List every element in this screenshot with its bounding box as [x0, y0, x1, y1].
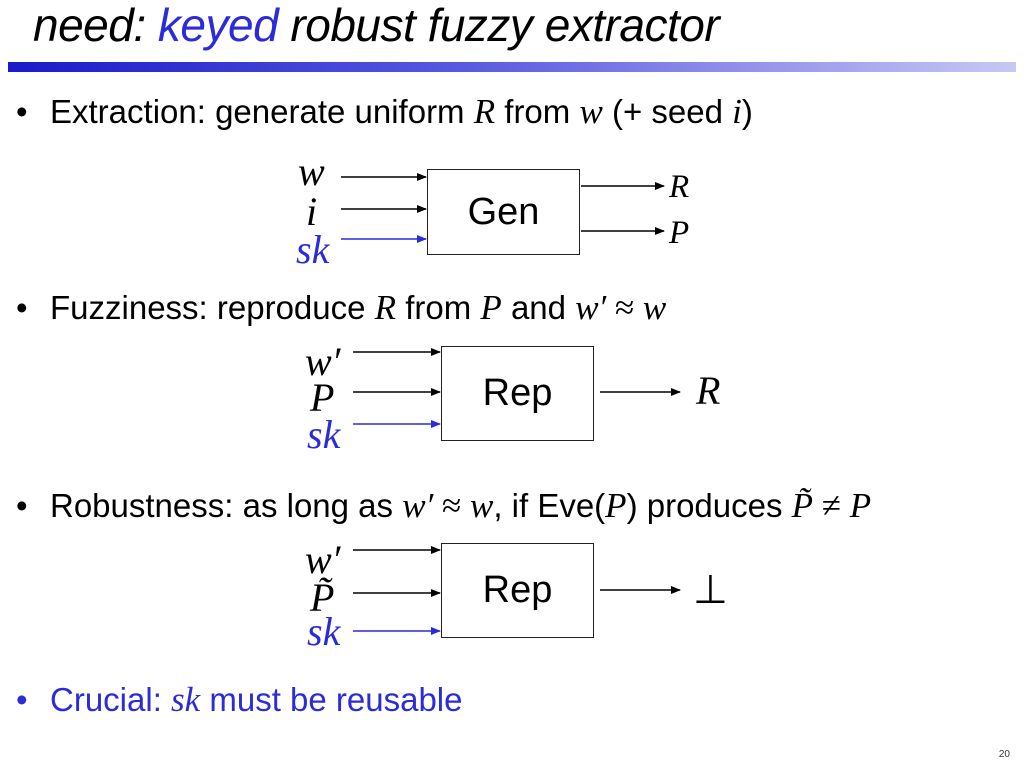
math-var: P̃	[791, 486, 814, 525]
math-symbol: ≈	[606, 288, 643, 327]
bullet-dot: •	[16, 487, 28, 524]
rep2-input-Ptilde: P̃	[310, 575, 335, 620]
rep1-label: Rep	[482, 372, 553, 414]
gen-input-sk: sk	[296, 227, 330, 272]
rep1-input-sk: sk	[307, 412, 341, 457]
gen-box: Gen	[427, 169, 580, 255]
gen-input-i: i	[306, 189, 318, 234]
title-part-need: need:	[33, 0, 158, 51]
title-part-rest: robust fuzzy extractor	[278, 0, 720, 51]
gen-label: Gen	[467, 190, 540, 233]
bullet-text: ) produces	[626, 487, 792, 524]
rep2-input-wprime: w′	[305, 537, 341, 582]
bullet-extraction: • Extraction: generate uniform R from w (…	[16, 92, 753, 132]
bullet-text: must be reusable	[200, 681, 463, 718]
math-var: i	[732, 92, 742, 131]
rep2-input-sk: sk	[307, 609, 341, 654]
math-var: sk	[171, 680, 201, 719]
math-var: w	[642, 288, 667, 327]
math-var: w	[469, 486, 494, 525]
math-var: w′	[402, 486, 434, 525]
math-symbol: ≈	[433, 486, 470, 525]
rep1-output-R: R	[696, 368, 721, 413]
bullet-robustness: •Robustness: as long as w′ ≈ w, if Eve(P…	[16, 486, 871, 526]
gen-output-R: R	[669, 169, 690, 205]
bullet-text: )	[741, 93, 753, 130]
bullet-dot: •	[16, 681, 28, 718]
bullet-text: Extraction: generate uniform	[50, 93, 474, 130]
rep2-box: Rep	[441, 543, 594, 638]
math-var: w	[579, 92, 603, 131]
title-underline	[8, 62, 1016, 72]
slide-title: need: keyed robust fuzzy extractor	[33, 0, 720, 52]
page-number: 20	[998, 749, 1010, 760]
math-var: P	[480, 288, 502, 327]
rep1-box: Rep	[441, 346, 594, 441]
rep1-input-P: P	[310, 375, 335, 420]
math-var: R	[374, 288, 397, 327]
rep1-input-wprime: w′	[305, 339, 341, 384]
bullet-text: Fuzziness: reproduce	[50, 289, 375, 326]
bullet-text: Robustness: as long as	[50, 487, 403, 524]
bullet-text: and	[501, 289, 576, 326]
math-var: w′	[575, 288, 607, 327]
bullet-crucial: • Crucial: sk must be reusable	[16, 680, 463, 720]
math-var: R	[473, 92, 496, 131]
bullet-text: (+ seed	[602, 93, 733, 130]
bullet-text: from	[396, 289, 481, 326]
math-symbol: ≠	[813, 486, 850, 525]
bullet-dot: •	[16, 93, 28, 130]
gen-input-w: w	[298, 149, 325, 194]
gen-output-P: P	[669, 215, 690, 251]
bullet-fuzziness: •Fuzziness: reproduce R from P and w′ ≈ …	[16, 288, 666, 328]
title-part-keyed: keyed	[157, 0, 279, 51]
rep2-output-bottom: ⊥	[693, 567, 728, 612]
bullet-text: , if Eve(	[493, 487, 606, 524]
math-var: P	[605, 486, 627, 525]
math-var: P	[849, 486, 872, 525]
bullet-text: Crucial:	[50, 681, 172, 718]
rep2-label: Rep	[482, 569, 553, 611]
bullet-dot: •	[16, 289, 28, 326]
bullet-text: from	[495, 93, 580, 130]
